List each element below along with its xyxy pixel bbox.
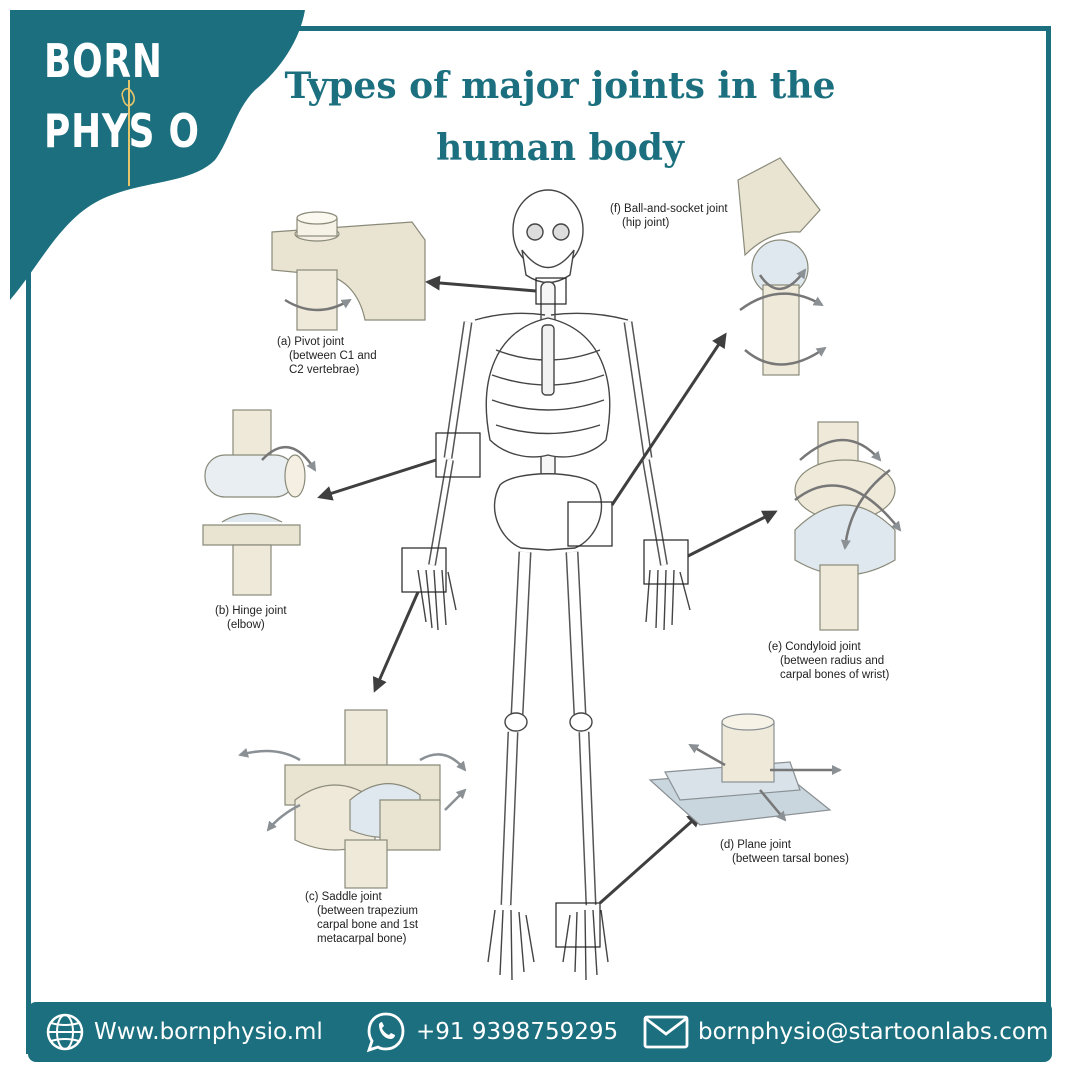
ball-socket-joint-illustration <box>737 157 827 376</box>
website-text: Www.bornphysio.ml <box>94 1019 323 1045</box>
plane-joint-illustration <box>648 713 842 826</box>
logo-hand-icon <box>121 80 135 186</box>
pivot-joint-illustration <box>271 211 426 331</box>
condyloid-joint-illustration <box>794 421 902 631</box>
plane-joint-label: (d) Plane joint (between tarsal bones) <box>720 839 849 865</box>
condyloid-joint-label: (e) Condyloid joint (between radius and … <box>768 641 890 681</box>
mail-icon <box>643 1015 689 1049</box>
phone-text: +91 9398759295 <box>416 1019 619 1045</box>
phone-link[interactable]: +91 9398759295 <box>364 1002 618 1062</box>
ball-socket-joint-label: (f) Ball-and-socket joint (hip joint) <box>610 203 728 229</box>
skeleton-figure <box>417 189 691 981</box>
title-line-1: Types of major joints in the <box>284 65 836 107</box>
title-line-2: human body <box>436 127 684 169</box>
saddle-joint-illustration <box>238 709 467 889</box>
email-text: bornphysio@startoonlabs.com <box>698 1019 1049 1045</box>
whatsapp-icon <box>366 1012 405 1053</box>
website-link[interactable]: Www.bornphysio.ml <box>44 1002 323 1062</box>
logo-background <box>10 10 305 300</box>
logo-line-1: BORN <box>44 34 163 88</box>
brand-logo: BORN PHYS O <box>44 26 199 186</box>
hinge-joint-illustration <box>202 409 317 596</box>
joint-highlight-boxes <box>401 277 689 948</box>
hinge-joint-label: (b) Hinge joint (elbow) <box>215 605 287 631</box>
globe-icon <box>46 1013 84 1051</box>
saddle-joint-label: (c) Saddle joint (between trapezium carp… <box>305 891 419 945</box>
pointer-arrows <box>317 275 778 905</box>
page-title: Types of major joints in the human body <box>260 55 860 179</box>
contact-footer: Www.bornphysio.ml +91 9398759295 bornphy… <box>28 1002 1052 1062</box>
pivot-joint-label: (a) Pivot joint (between C1 and C2 verte… <box>277 336 377 376</box>
email-link[interactable]: bornphysio@startoonlabs.com <box>642 1002 1048 1062</box>
